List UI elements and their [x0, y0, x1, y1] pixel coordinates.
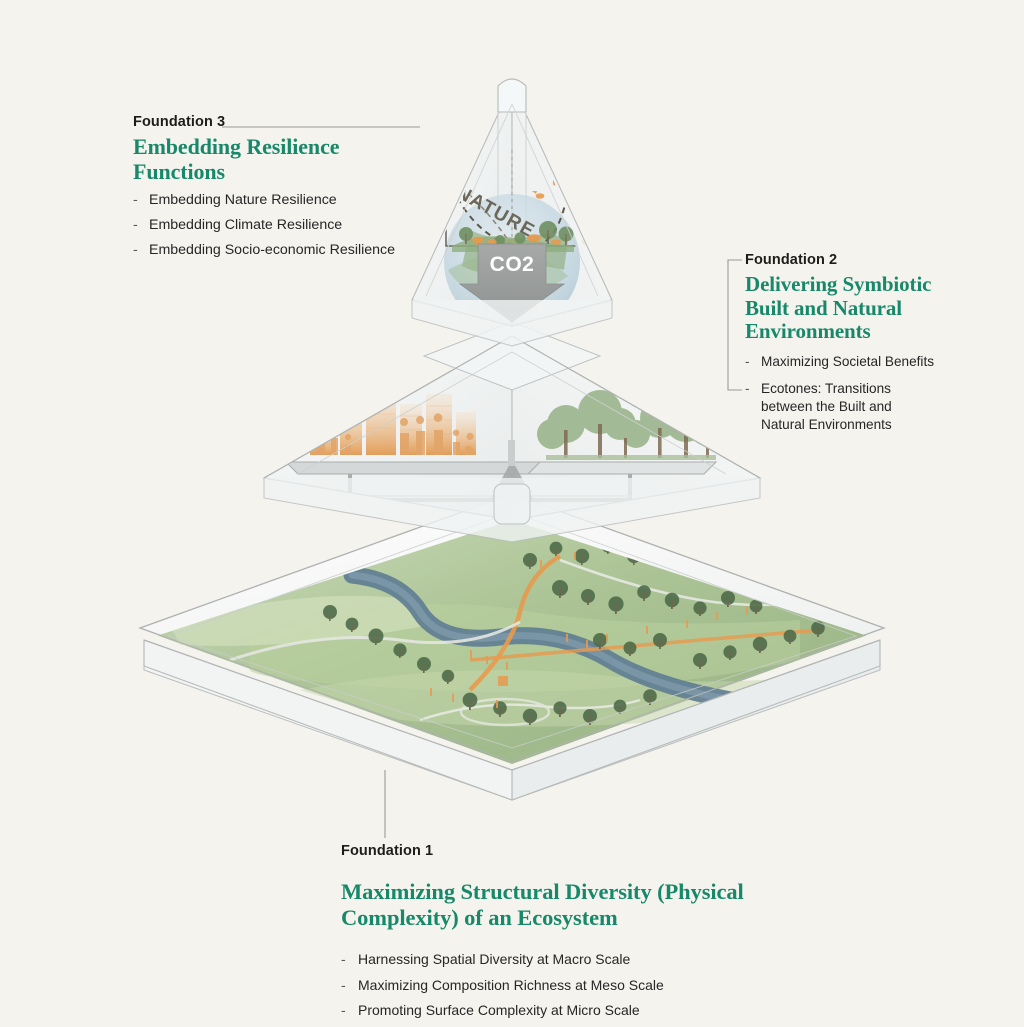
bullet-marker: - [745, 380, 750, 396]
foundation-1-bullets: - Harnessing Spatial Diversity at Macro … [341, 950, 761, 1020]
foundation-1-label: Foundation 1 [341, 843, 434, 859]
foundation-3-bullets: - Embedding Nature Resilience - Embeddin… [133, 191, 423, 260]
eagle-icon [650, 373, 702, 397]
list-item: - Promoting Surface Complexity at Micro … [341, 1001, 761, 1020]
list-item: - Ecotones: Transitions between the Buil… [745, 380, 935, 433]
bullet-text: Maximizing Societal Benefits [761, 354, 935, 370]
list-item: - Maximizing Composition Richness at Mes… [341, 976, 761, 995]
list-item: - Embedding Climate Resilience [133, 216, 423, 235]
tier-top: NATURE [411, 78, 613, 347]
foundation-2-block: Foundation 2 Delivering Symbiotic Built … [745, 252, 935, 442]
connector-foundation-2 [727, 259, 742, 391]
bullet-text: Harnessing Spatial Diversity at Macro Sc… [358, 951, 631, 968]
list-item: - Embedding Nature Resilience [133, 191, 423, 210]
foundation-1-title: Maximizing Structural Diversity (Physica… [341, 879, 744, 931]
bullet-marker: - [341, 951, 346, 968]
bullet-marker: - [745, 354, 750, 370]
bullet-marker: - [133, 217, 138, 234]
list-item: - Maximizing Societal Benefits [745, 353, 935, 371]
bullet-marker: - [133, 242, 138, 258]
bullet-text: Ecotones: Transitions between the Built … [761, 380, 892, 432]
foundation-1-block: Foundation 1 Maximizing Structural Diver… [341, 843, 761, 1027]
foundation-3-label: Foundation 3 [133, 114, 226, 130]
bullet-marker: - [133, 192, 138, 209]
bullet-marker: - [341, 976, 346, 993]
foundation-2-title: Delivering Symbiotic Built and Natural E… [745, 272, 932, 344]
list-item: - Harnessing Spatial Diversity at Macro … [341, 950, 761, 969]
urban-silhouettes [310, 388, 476, 455]
foundation-2-bullets: - Maximizing Societal Benefits - Ecotone… [745, 353, 935, 433]
list-item: - Embedding Socio-economic Resilience [133, 241, 423, 260]
foundation-2-label: Foundation 2 [745, 252, 838, 268]
bullet-marker: - [341, 1002, 346, 1019]
bullet-text: Embedding Socio-economic Resilience [149, 242, 396, 258]
foundation-3-title: Embedding Resilience Functions [133, 134, 340, 184]
bullet-text: Promoting Surface Complexity at Micro Sc… [358, 1002, 640, 1019]
co2-label: CO2 [490, 253, 535, 276]
foundation-3-block: Foundation 3 Embedding Resilience Functi… [133, 114, 423, 266]
tier-middle [262, 321, 762, 543]
bullet-text: Embedding Nature Resilience [149, 192, 337, 209]
bullet-text: Maximizing Composition Richness at Meso … [358, 976, 664, 993]
bullet-text: Embedding Climate Resilience [149, 217, 343, 234]
tier-base [138, 493, 886, 801]
